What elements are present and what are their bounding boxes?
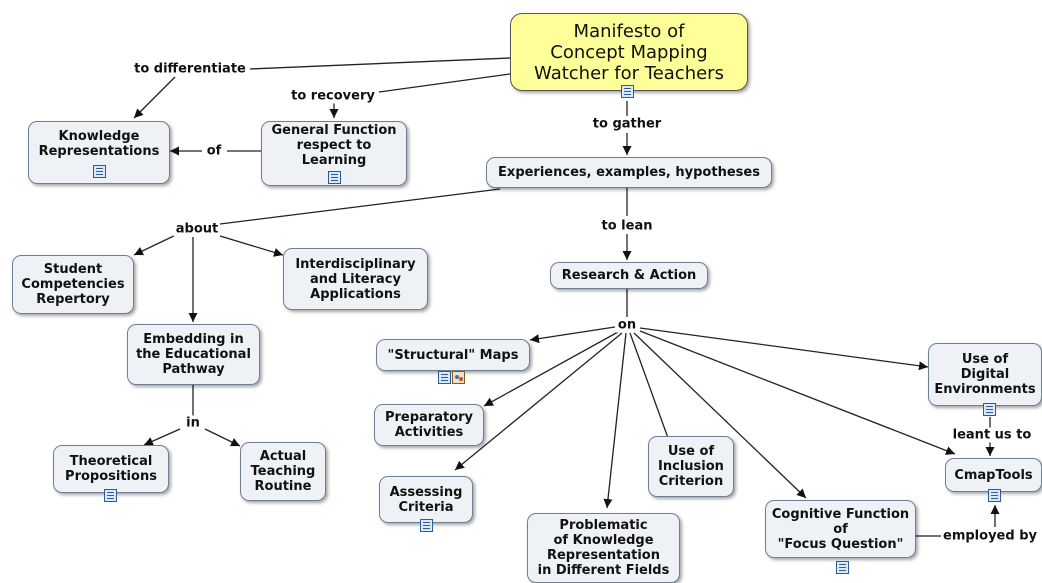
concept-label: Cognitive Function of "Focus Question" [771, 506, 910, 552]
theoretical-resources [104, 489, 117, 502]
assessing-resources [420, 519, 433, 532]
concept-interdisciplinary[interactable]: Interdisciplinary and Literacy Applicati… [283, 248, 428, 310]
link-to-lean[interactable]: to lean [599, 218, 655, 234]
connector-line [133, 232, 181, 256]
connector-line [633, 332, 807, 499]
connector-line [639, 327, 929, 371]
concept-map-resource-icon[interactable] [452, 371, 465, 384]
connector-line [204, 428, 241, 447]
concept-label: Theoretical Propositions [65, 454, 157, 484]
concept-assessing-criteria[interactable]: Assessing Criteria [379, 476, 473, 523]
concept-preparatory-activities[interactable]: Preparatory Activities [374, 404, 484, 446]
document-resource-icon[interactable] [438, 371, 451, 384]
document-resource-icon[interactable] [988, 489, 1001, 502]
concept-label: Actual Teaching Routine [250, 449, 316, 494]
link-to-recovery[interactable]: to recovery [289, 88, 377, 104]
concept-inclusion-criterion[interactable]: Use of Inclusion Criterion [648, 436, 734, 497]
connector-line [219, 235, 284, 257]
connector-line [529, 326, 616, 344]
root-concept-label: Manifesto of Concept Mapping Watcher for… [534, 20, 724, 84]
concept-research-action[interactable]: Research & Action [550, 262, 708, 289]
link-to-differentiate[interactable]: to differentiate [132, 61, 248, 77]
connector-line [249, 57, 511, 70]
concept-label: "Structural" Maps [387, 347, 519, 363]
cognitive-resources [836, 561, 849, 574]
connector-line [143, 428, 181, 446]
concept-cognitive-function[interactable]: Cognitive Function of "Focus Question" [765, 500, 916, 558]
link-about[interactable]: about [173, 221, 221, 237]
link-to-gather[interactable]: to gather [590, 116, 664, 132]
concept-student-competencies[interactable]: Student Competencies Repertory [12, 255, 134, 314]
concept-embedding[interactable]: Embedding in the Educational Pathway [127, 324, 260, 385]
concept-label: Problematic of Knowledge Representation … [537, 518, 670, 578]
concept-label: General Function respect to Learning [271, 123, 397, 168]
connector-line [378, 73, 511, 93]
concept-label: Research & Action [561, 268, 697, 283]
concept-label: Student Competencies Repertory [21, 262, 125, 307]
digital-resources [983, 403, 996, 416]
concept-actual-teaching-routine[interactable]: Actual Teaching Routine [240, 442, 326, 501]
cmaptools-resources [988, 489, 1001, 502]
connector-line [639, 330, 956, 455]
concept-problematic[interactable]: Problematic of Knowledge Representation … [527, 513, 680, 583]
document-resource-icon[interactable] [836, 561, 849, 574]
concept-cmaptools[interactable]: CmapTools [945, 458, 1042, 492]
document-resource-icon[interactable] [420, 519, 433, 532]
concept-label: Use of Digital Environments [934, 352, 1036, 397]
concept-digital-environments[interactable]: Use of Digital Environments [928, 343, 1042, 406]
root-concept-manifesto[interactable]: Manifesto of Concept Mapping Watcher for… [510, 13, 748, 91]
structural-maps-resources [438, 371, 465, 384]
root-resources [621, 85, 634, 98]
concept-label: Preparatory Activities [384, 410, 474, 440]
connector-line [454, 332, 623, 471]
concept-label: Use of Inclusion Criterion [658, 444, 724, 489]
concept-label: Embedding in the Educational Pathway [136, 332, 251, 377]
document-resource-icon[interactable] [327, 171, 341, 184]
concept-knowledge-representations[interactable]: Knowledge Representations [28, 121, 170, 184]
concept-general-function[interactable]: General Function respect to Learning [261, 121, 407, 186]
concept-experiences[interactable]: Experiences, examples, hypotheses [486, 157, 772, 188]
concept-label: Knowledge Representations [38, 129, 160, 159]
link-employed-by[interactable]: employed by [941, 528, 1039, 544]
concept-structural-maps[interactable]: "Structural" Maps [376, 339, 530, 371]
concept-label: Experiences, examples, hypotheses [498, 165, 760, 180]
concept-label: CmapTools [954, 467, 1033, 483]
concept-label: Assessing Criteria [389, 484, 463, 515]
connector-line [219, 188, 501, 225]
concept-label: Interdisciplinary and Literacy Applicati… [295, 256, 416, 302]
connector-line [603, 332, 627, 509]
document-resource-icon[interactable] [92, 165, 106, 178]
link-of[interactable]: of [204, 143, 224, 159]
document-resource-icon[interactable] [104, 489, 117, 502]
document-resource-icon[interactable] [983, 403, 996, 416]
resource-icons [327, 171, 341, 184]
concept-theoretical-propositions[interactable]: Theoretical Propositions [53, 445, 169, 493]
link-in[interactable]: in [184, 415, 202, 431]
connector-line [483, 331, 619, 407]
document-resource-icon[interactable] [621, 85, 634, 98]
resource-icons [92, 165, 106, 178]
link-on[interactable]: on [615, 317, 639, 333]
link-leant-us-to[interactable]: leant us to [950, 427, 1034, 443]
connector-line [133, 76, 176, 119]
